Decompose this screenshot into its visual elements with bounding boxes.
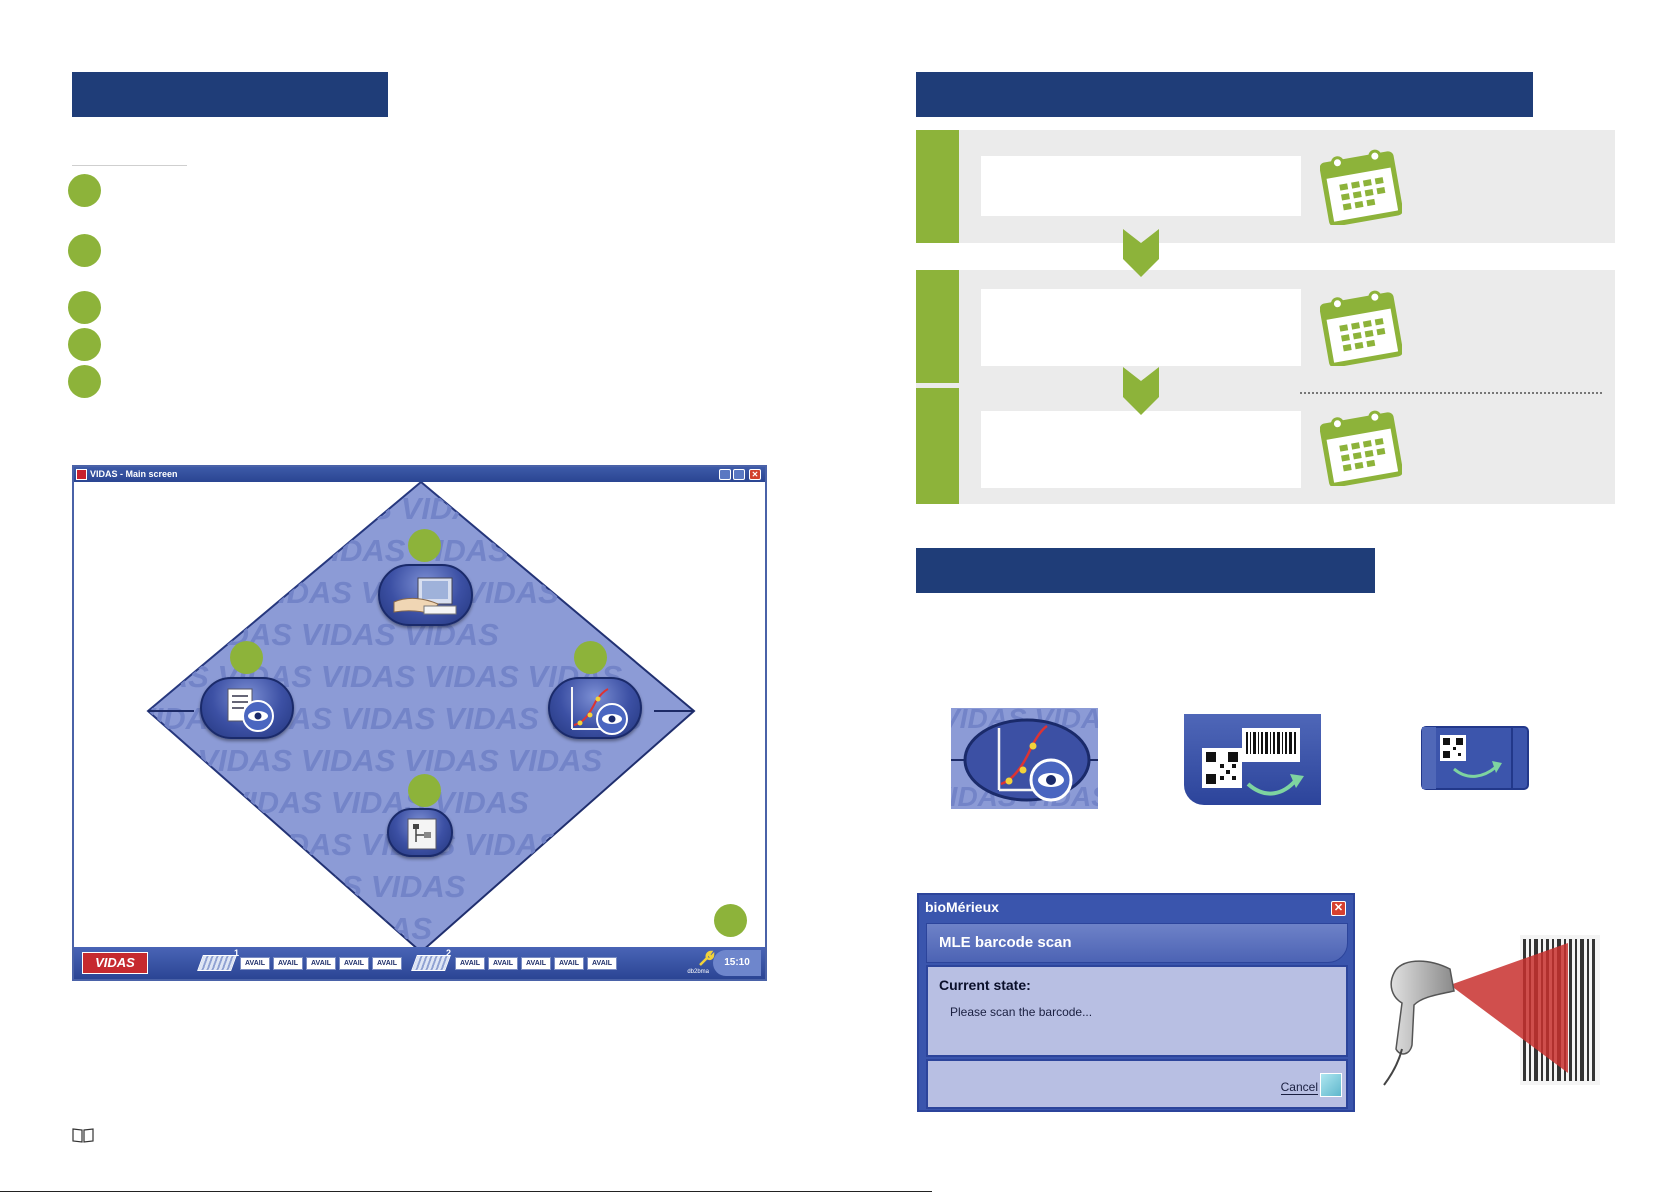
slot-status[interactable]: AVAIL — [372, 957, 402, 970]
cancel-icon[interactable] — [1320, 1073, 1342, 1097]
dialog-header: MLE barcode scan — [926, 923, 1348, 963]
state-label: Current state: — [939, 977, 1031, 993]
wrench-icon[interactable] — [697, 950, 715, 968]
dialog-title: bioMérieux — [925, 899, 999, 915]
bullet-2 — [68, 234, 101, 267]
svg-text:VIDAS VIDAS VIDAS: VIDAS VIDAS VIDAS — [164, 869, 466, 904]
callout-dot-e — [714, 904, 747, 937]
callout-dot-a — [408, 529, 441, 562]
flowchart-icon — [407, 818, 437, 850]
step-tab-1 — [916, 130, 959, 243]
window-title-bar: VIDAS - Main screen ✕ — [74, 467, 765, 482]
step-tab-3 — [916, 388, 959, 504]
close-button[interactable]: ✕ — [749, 469, 761, 480]
section-header-bar-steps — [916, 72, 1533, 117]
qc-curve-button-image: VIDAS VIDAS VIDAS VIDAS — [951, 708, 1098, 809]
svg-text:VIDAS VIDAS VIDAS VIDAS: VIDAS VIDAS VIDAS VIDAS — [124, 785, 529, 820]
bullet-1 — [68, 174, 101, 207]
rack-number-1: 1 — [234, 948, 240, 958]
rack-number-2: 2 — [446, 948, 452, 958]
clock: 15:10 — [713, 950, 761, 976]
svg-text:VIDAS VIDAS VIDAS VIDAS: VIDAS VIDAS VIDAS VIDAS — [154, 827, 559, 862]
minimize-button[interactable] — [719, 469, 731, 480]
barcode-scanner-illustration — [1383, 935, 1600, 1086]
maximize-button[interactable] — [733, 469, 745, 480]
datamatrix-scan-button-image — [1416, 725, 1536, 794]
user-name: db2bma — [687, 969, 709, 975]
arrow-down-icon — [1123, 367, 1159, 415]
step-text-box-3 — [981, 411, 1301, 488]
slot-status[interactable]: AVAIL — [339, 957, 369, 970]
slot-status[interactable]: AVAIL — [240, 957, 270, 970]
close-icon[interactable]: ✕ — [1331, 901, 1346, 916]
slot-status[interactable]: AVAIL — [273, 957, 303, 970]
svg-text:VIDAS VIDAS VIDAS VIDAS: VIDAS VIDAS VIDAS VIDAS — [154, 575, 559, 610]
callout-dot-d — [408, 774, 441, 807]
bullet-5 — [68, 365, 101, 398]
step-text-box-2 — [981, 289, 1301, 366]
slot-status[interactable]: AVAIL — [306, 957, 336, 970]
step-divider — [1300, 392, 1602, 394]
arrow-down-icon — [1123, 229, 1159, 277]
bullet-3 — [68, 291, 101, 324]
slot-status[interactable]: AVAIL — [488, 957, 518, 970]
bullet-4 — [68, 328, 101, 361]
slot-status[interactable]: AVAIL — [455, 957, 485, 970]
svg-text:VIDAS VIDAS VIDAS VIDAS VIDAS: VIDAS VIDAS VIDAS VIDAS VIDAS — [94, 743, 602, 778]
callout-dot-b — [230, 641, 263, 674]
step-text-box-1 — [981, 156, 1301, 216]
step-tab-2 — [916, 270, 959, 383]
callout-dot-c — [574, 641, 607, 674]
state-message: Please scan the barcode... — [950, 1005, 1093, 1019]
book-icon — [72, 1128, 94, 1143]
rack-icon-2[interactable] — [411, 955, 451, 971]
cancel-button[interactable]: Cancel — [1280, 1080, 1318, 1095]
qc-curve-button[interactable] — [548, 677, 642, 739]
dialog-footer: Cancel — [926, 1059, 1348, 1109]
slot-status[interactable]: AVAIL — [521, 957, 551, 970]
calendar-icon — [1320, 410, 1402, 486]
slot-status[interactable]: AVAIL — [554, 957, 584, 970]
svg-text:VIDAS VIDAS VIDAS VIDAS VIDAS: VIDAS VIDAS VIDAS VIDAS VIDAS — [114, 659, 622, 694]
calendar-icon — [1320, 149, 1402, 225]
window-title: VIDAS - Main screen — [90, 469, 178, 479]
document-eye-icon — [227, 688, 274, 732]
system-settings-button[interactable] — [387, 808, 453, 857]
divider — [72, 165, 187, 166]
calendar-icon — [1320, 290, 1402, 366]
section-header-bar-left — [72, 72, 388, 117]
dialog-body: Current state: Please scan the barcode..… — [926, 965, 1348, 1057]
hand-computer-icon — [393, 577, 457, 615]
svg-text:VIDAS VIDAS: VIDAS VIDAS — [234, 911, 432, 946]
app-icon — [76, 469, 87, 480]
vidas-main-window: VIDAS - Main screen ✕ VIDAS VIDAS VIDAS … — [72, 465, 767, 981]
mle-barcode-scan-dialog: bioMérieux ✕ MLE barcode scan Current st… — [917, 893, 1355, 1112]
sample-loading-button[interactable] — [378, 564, 473, 626]
svg-text:VIDAS VIDAS VIDAS: VIDAS VIDAS VIDAS — [194, 491, 496, 526]
section-header-bar-scan — [916, 548, 1375, 593]
vidas-logo: VIDAS — [82, 952, 148, 974]
slot-status[interactable]: AVAIL — [587, 957, 617, 970]
rack-icon-1[interactable] — [197, 955, 237, 971]
vidas-taskbar: VIDAS 1 AVAIL AVAIL AVAIL AVAIL AVAIL 2 … — [74, 947, 765, 979]
svg-text:VIDAS VIDAS VIDAS VIDAS: VIDAS VIDAS VIDAS VIDAS — [104, 533, 509, 568]
barcode-scan-button-image — [1184, 714, 1321, 805]
results-review-button[interactable] — [200, 677, 294, 739]
curve-chart-eye-icon — [571, 687, 628, 735]
